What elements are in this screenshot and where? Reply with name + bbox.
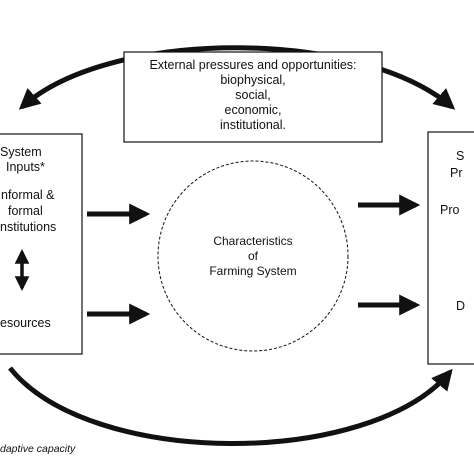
bottom-feedback-arc [8,366,453,446]
external-line-5: institutional. [220,118,286,132]
outputs-line-4: D [456,299,465,313]
inputs-line-2: Inputs* [6,160,45,174]
system-inputs-box [0,133,83,355]
resources-label: esources [0,316,51,330]
footnote: daptive capacity [0,443,76,455]
external-line-3: social, [235,88,270,102]
institutions-line-3: nstitutions [0,220,56,234]
inputs-line-1: System [0,145,42,159]
system-outputs-box [427,131,474,365]
top-feedback-arc [18,45,456,110]
institutions-line-1: nformal & [1,188,55,202]
outputs-line-1: S [456,149,464,163]
farming-system-circle [157,160,349,352]
external-line-4: economic, [225,103,282,117]
outputs-line-2: Pr [450,166,463,180]
external-line-1: External pressures and opportunities: [149,58,356,72]
external-line-2: biophysical, [220,73,285,87]
external-pressures-box [123,51,383,143]
center-line-2: of [248,249,259,263]
center-line-3: Farming System [209,264,296,278]
center-line-1: Characteristics [213,234,292,248]
outputs-line-3: Pro [440,203,460,217]
institutions-line-2: formal [8,204,43,218]
